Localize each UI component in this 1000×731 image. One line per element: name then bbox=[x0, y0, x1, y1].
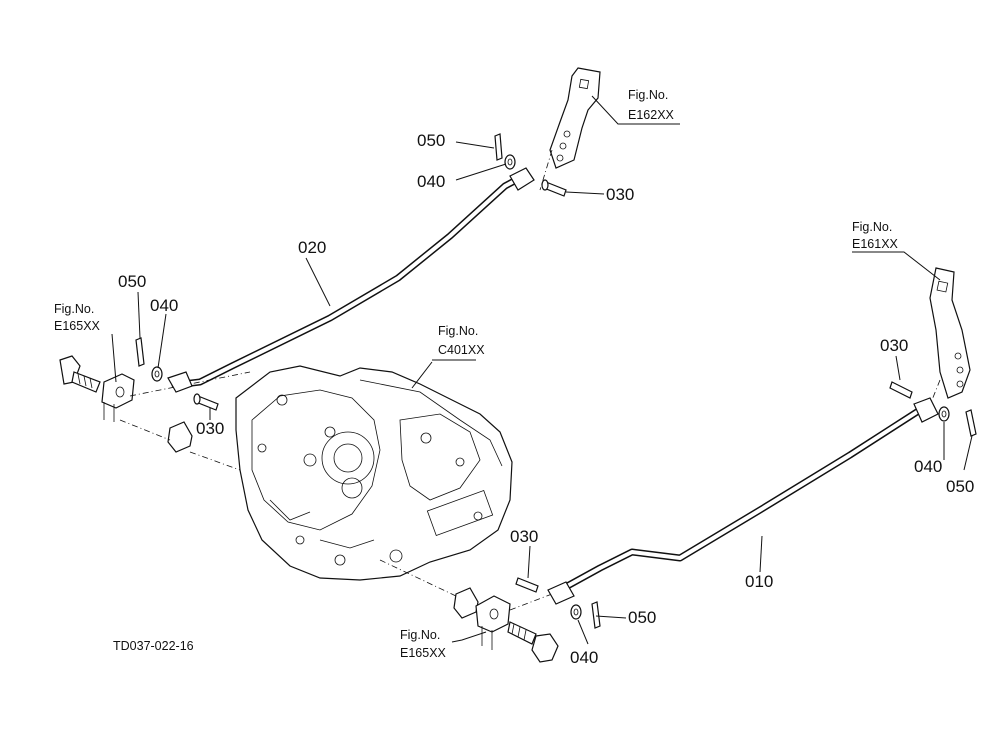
fig-ref-e161-line1: Fig.No. bbox=[852, 220, 892, 234]
label-050-bottom: 050 bbox=[628, 608, 656, 627]
fig-ref-c401-line2: C401XX bbox=[438, 343, 485, 357]
label-040-bottom: 040 bbox=[570, 648, 598, 667]
leader-lines bbox=[111, 95, 973, 645]
rod-020 bbox=[171, 174, 524, 389]
bottom-bracket-e165 bbox=[379, 559, 559, 663]
label-040-right: 040 bbox=[914, 457, 942, 476]
fig-ref-c401-line1: Fig.No. bbox=[438, 324, 478, 338]
lever-e161 bbox=[923, 267, 971, 421]
label-050-left: 050 bbox=[118, 272, 146, 291]
fig-ref-e165-left-line1: Fig.No. bbox=[54, 302, 94, 316]
right-linkage-hardware bbox=[889, 381, 977, 437]
fig-ref-e165-bottom-line1: Fig.No. bbox=[400, 628, 440, 642]
label-030-bottom: 030 bbox=[510, 527, 538, 546]
figure-references: Fig.No. E162XX Fig.No. E161XX Fig.No. E1… bbox=[54, 88, 899, 660]
lever-e162 bbox=[539, 67, 601, 191]
fig-ref-e162-line2: E162XX bbox=[628, 108, 675, 122]
left-linkage-hardware bbox=[135, 337, 219, 411]
bottom-linkage-hardware bbox=[515, 577, 601, 629]
transmission-housing-c401 bbox=[235, 365, 513, 581]
label-010: 010 bbox=[745, 572, 773, 591]
rod-010 bbox=[556, 406, 924, 594]
label-040-left: 040 bbox=[150, 296, 178, 315]
left-bracket-e165 bbox=[59, 355, 251, 471]
label-050-top: 050 bbox=[417, 131, 445, 150]
label-030-left: 030 bbox=[196, 419, 224, 438]
fig-ref-e162-line1: Fig.No. bbox=[628, 88, 668, 102]
diagram-id: TD037-022-16 bbox=[113, 639, 194, 653]
fig-ref-e161-line2: E161XX bbox=[852, 237, 899, 251]
label-030-right: 030 bbox=[880, 336, 908, 355]
label-030-top: 030 bbox=[606, 185, 634, 204]
part-labels: 050 040 030 020 050 040 030 030 040 050 … bbox=[118, 131, 974, 667]
label-020: 020 bbox=[298, 238, 326, 257]
label-050-right: 050 bbox=[946, 477, 974, 496]
top-linkage-hardware bbox=[494, 133, 567, 197]
label-040-top: 040 bbox=[417, 172, 445, 191]
fig-ref-e165-left-line2: E165XX bbox=[54, 319, 101, 333]
fig-ref-e165-bottom-line2: E165XX bbox=[400, 646, 447, 660]
